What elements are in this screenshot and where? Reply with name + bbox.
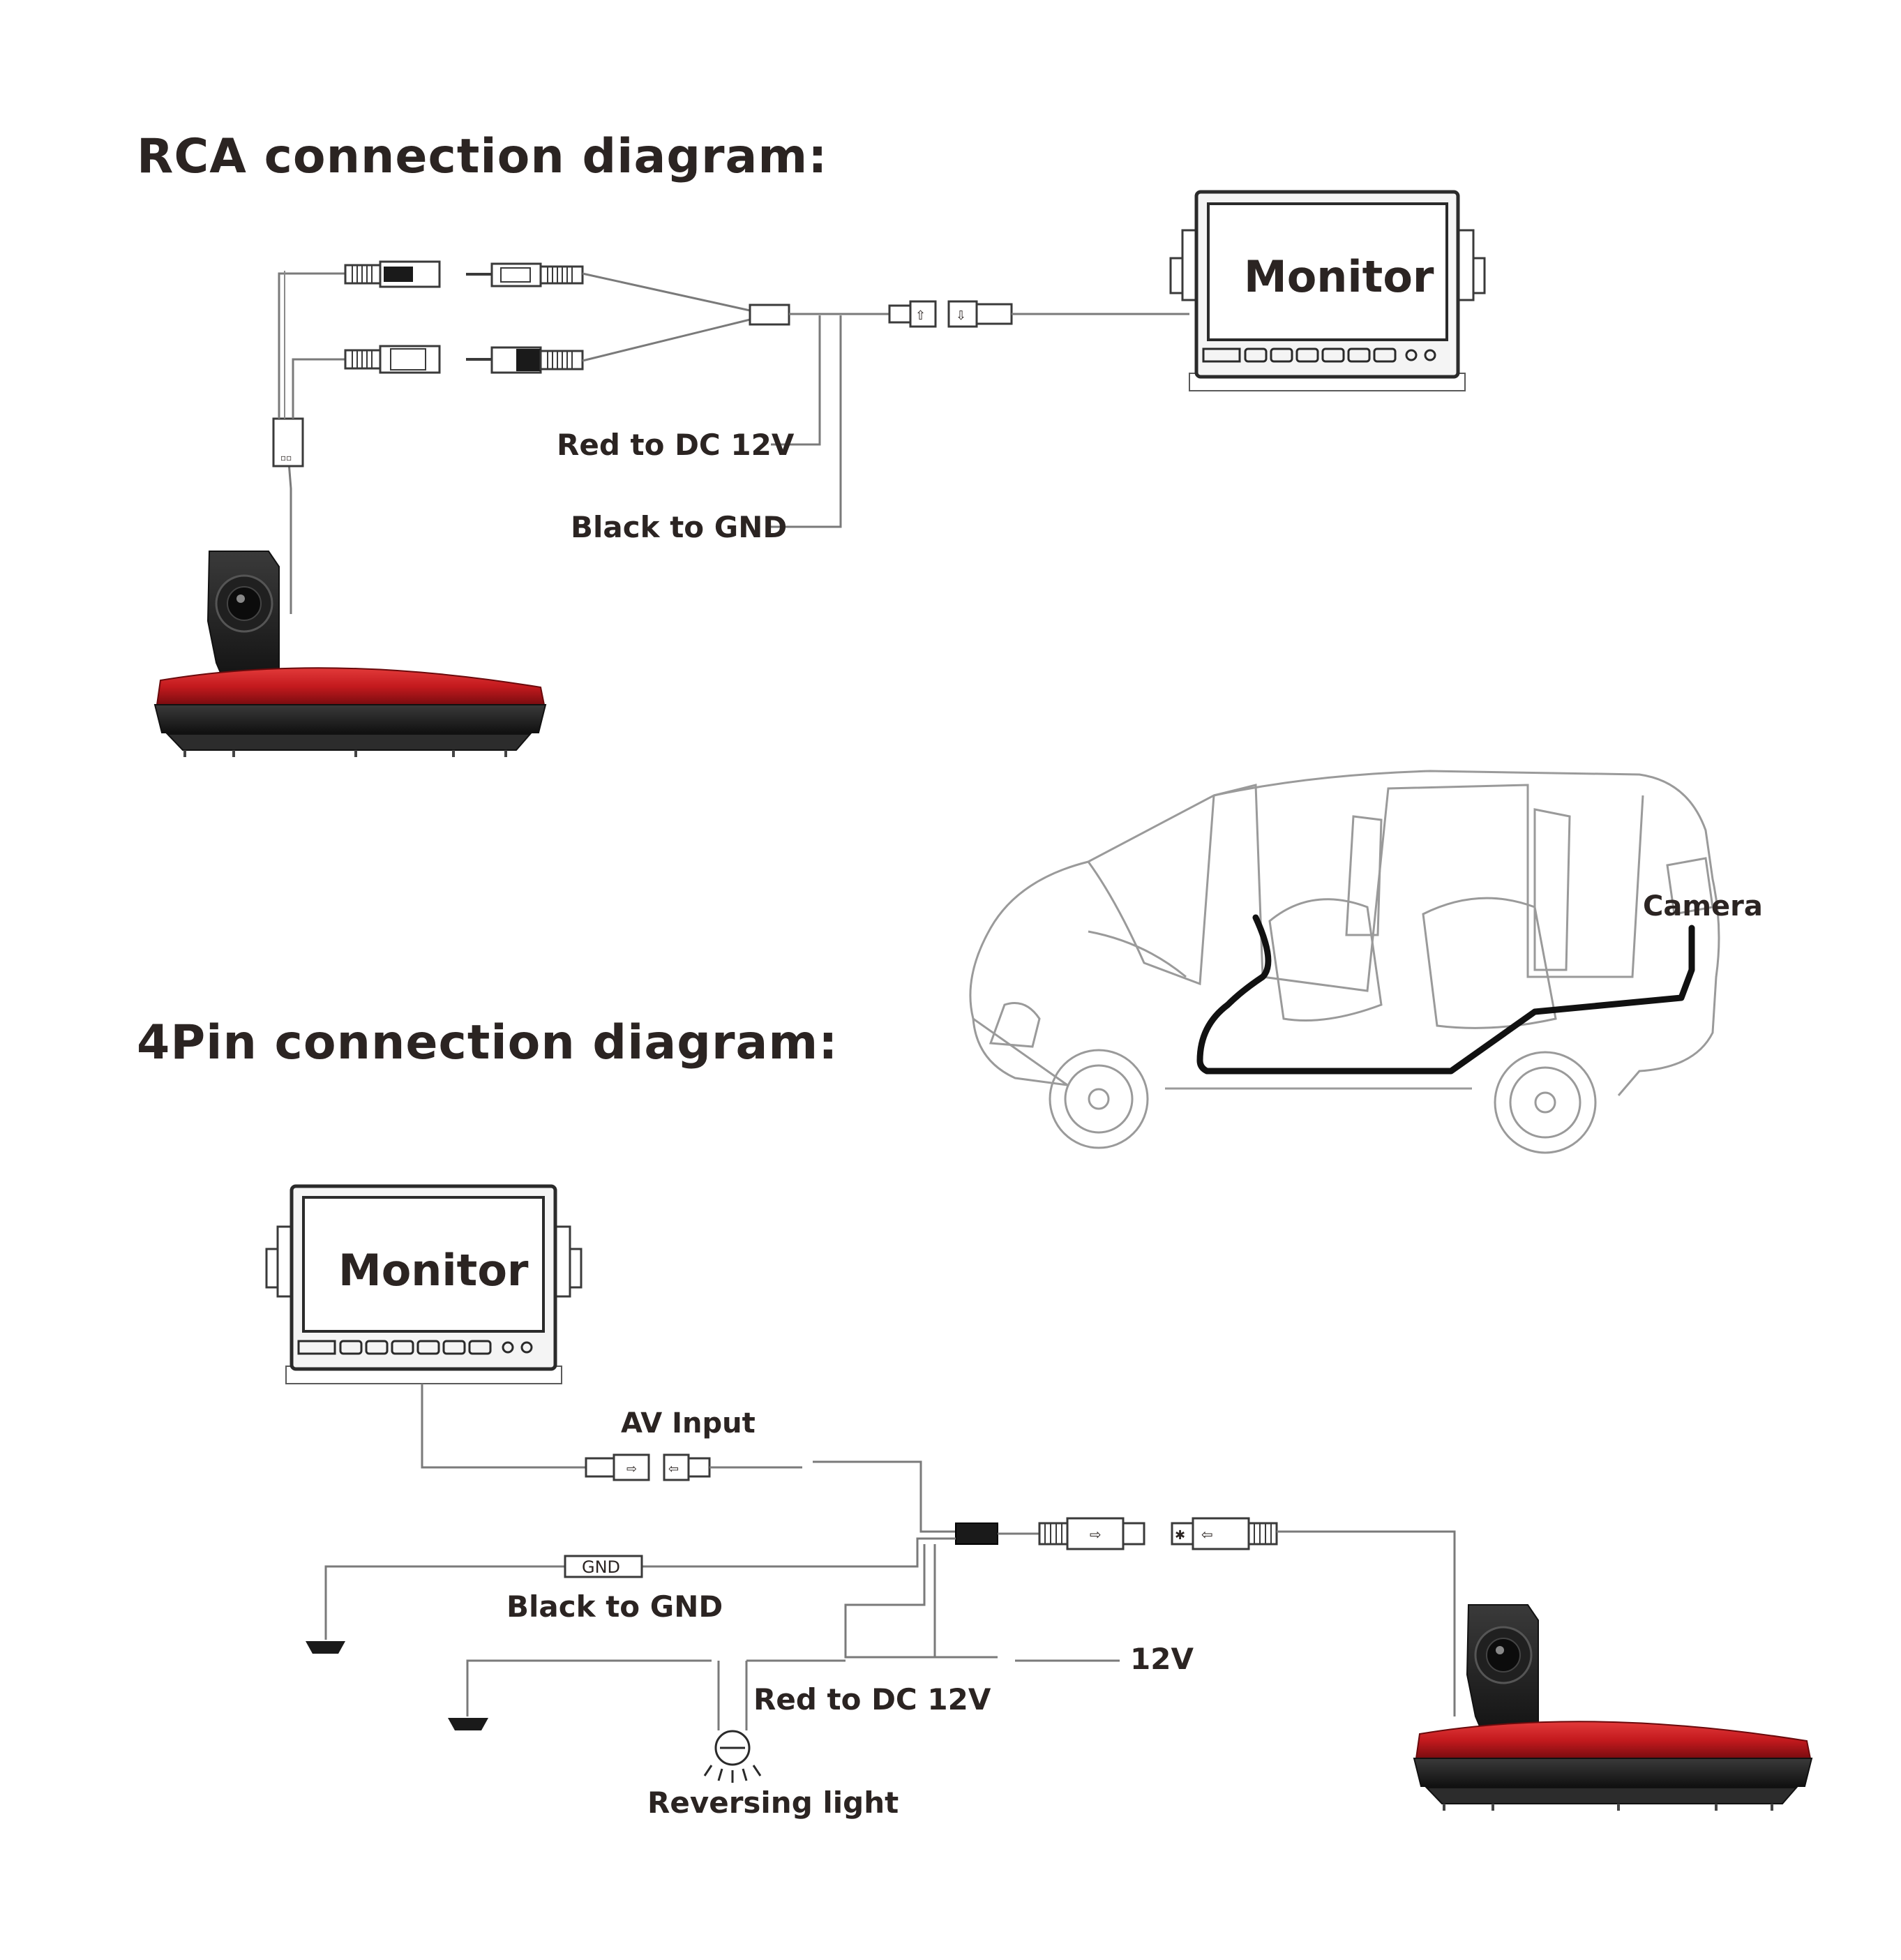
rca-monitor: Monitor — [1169, 190, 1486, 391]
svg-text:⇦: ⇦ — [668, 1462, 679, 1476]
svg-text:⇩: ⇩ — [956, 308, 966, 323]
pin4-diagram: Monitor ⇨ ⇦ AV Input ⇨ — [265, 1184, 1813, 1820]
svg-text:⇨: ⇨ — [626, 1462, 637, 1476]
pin4-red-label: Red to DC 12V — [753, 1682, 991, 1716]
ground-symbol-2 — [448, 1718, 488, 1730]
pin4-black-label: Black to GND — [506, 1589, 723, 1624]
rca-black-label: Black to GND — [571, 510, 787, 544]
rca-diagram: ▫▫ — [153, 190, 1486, 757]
svg-text:▫▫: ▫▫ — [280, 453, 292, 463]
pin4-female-connector: ✱ ⇦ — [1171, 1517, 1278, 1550]
gnd-tag — [564, 1555, 643, 1578]
rca-heading: RCA connection diagram: — [137, 129, 828, 184]
reversing-light-icon — [703, 1730, 762, 1783]
pin4-male-connector: ⇨ — [1038, 1517, 1145, 1550]
rca-red-label: Red to DC 12V — [557, 428, 795, 462]
rca-monitor-label: Monitor — [1244, 251, 1434, 302]
av-connector-pair: ⇧ ⇩ — [888, 300, 1189, 328]
svg-text:⇧: ⇧ — [915, 308, 926, 323]
svg-text:✱: ✱ — [1175, 1528, 1185, 1543]
camera-label: Camera — [1643, 890, 1763, 922]
svg-text:⇦: ⇦ — [1201, 1526, 1213, 1543]
reversing-light-label: Reversing light — [647, 1786, 899, 1820]
rca-power-female-connector — [344, 345, 441, 374]
rca-power-male-connector — [466, 346, 584, 374]
pin4-monitor: Monitor — [265, 1184, 583, 1384]
pin4-monitor-label: Monitor — [338, 1245, 529, 1296]
splitter-junction — [749, 304, 790, 326]
av-input-connectors: ⇨ ⇦ — [585, 1453, 711, 1481]
rca-video-female-connector — [344, 260, 441, 288]
pin4-heading: 4Pin connection diagram: — [137, 1015, 839, 1070]
cable-clip — [272, 417, 304, 467]
av-input-label: AV Input — [621, 1407, 756, 1439]
rca-video-male-connector — [466, 262, 584, 287]
car-illustration: Camera — [969, 770, 1763, 1154]
gnd-tag-label: GND — [582, 1557, 620, 1577]
ground-symbol-1 — [306, 1641, 345, 1654]
pin4-junction — [955, 1523, 998, 1545]
v12-label: 12V — [1130, 1642, 1194, 1676]
pin4-brake-light-camera — [1413, 1604, 1813, 1811]
rca-brake-light-camera — [153, 551, 547, 757]
svg-text:⇨: ⇨ — [1090, 1526, 1102, 1543]
